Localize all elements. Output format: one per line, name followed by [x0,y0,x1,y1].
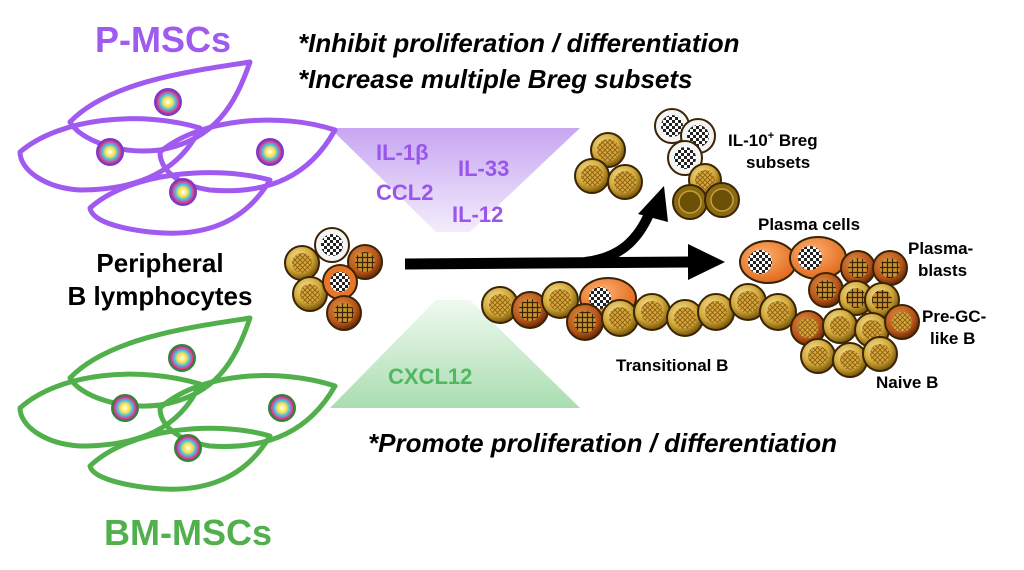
plasma-cells-label: Plasma cells [758,215,860,234]
differentiation-arrow [404,186,725,280]
b-cell-core [292,253,312,273]
pmsc-cell [87,170,273,236]
bmmsc-nuclei [111,344,296,462]
il10-breg-label-line2: subsets [746,153,810,172]
nucleus-icon [174,434,202,462]
differentiated-b-chain [481,236,920,378]
cytokine-il33: IL-33 [458,156,509,181]
increase-breg-statement: *Increase multiple Breg subsets [298,64,692,94]
pre-gc-label-line1: Pre-GC- [922,307,986,326]
nucleus-icon [256,138,284,166]
breg-branch-arrow [584,209,655,267]
nucleus-icon [96,138,124,166]
cytokine-il1b: IL-1β [376,140,429,165]
cytokine-ccl2: CCL2 [376,180,433,205]
plasmablasts-label-line1: Plasma- [908,239,973,258]
nucleus-icon [168,344,196,372]
breg-subset-cluster [574,108,740,220]
nucleus-icon [169,178,197,206]
pmsc-cell-cluster [17,59,338,236]
pmsc-cytokine-funnel [330,128,580,232]
nucleus-icon [154,88,182,116]
plasma-cell-core [330,272,350,292]
inhibit-statement: *Inhibit proliferation / differentiation [298,28,740,58]
bm-mscs-label: BM-MSCs [104,512,272,553]
pmsc-cell [17,116,203,193]
cytokine-il12: IL-12 [452,202,503,227]
cytokine-cxcl12: CXCL12 [388,364,472,389]
peripheral-b-label-line1: Peripheral [96,248,223,278]
nucleus-icon [268,394,296,422]
pmsc-nuclei [96,88,284,206]
bmmsc-cell [87,425,273,492]
transitional-b-label: Transitional B [616,356,728,375]
plasmablast-core [355,252,375,272]
arrow-head-icon [638,186,668,222]
peripheral-b-cluster [284,227,383,331]
promote-statement: *Promote proliferation / differentiation [368,428,837,458]
pre-gc-label-line2: like B [930,329,975,348]
b-cell-core [300,284,320,304]
peripheral-b-label-line2: B lymphocytes [68,281,253,311]
p-mscs-label: P-MSCs [95,19,231,60]
bmmsc-cell [67,315,253,409]
il10-breg-label-line1: IL-10+ Breg [728,130,818,150]
breg-cell-core [321,234,343,256]
plasmablasts-label-line2: blasts [918,261,967,280]
bmmsc-cytokine-funnel [330,300,580,408]
naive-b-label: Naive B [876,373,938,392]
plasmablast-core [334,303,354,323]
nucleus-icon [111,394,139,422]
bmmsc-cell [17,371,203,449]
